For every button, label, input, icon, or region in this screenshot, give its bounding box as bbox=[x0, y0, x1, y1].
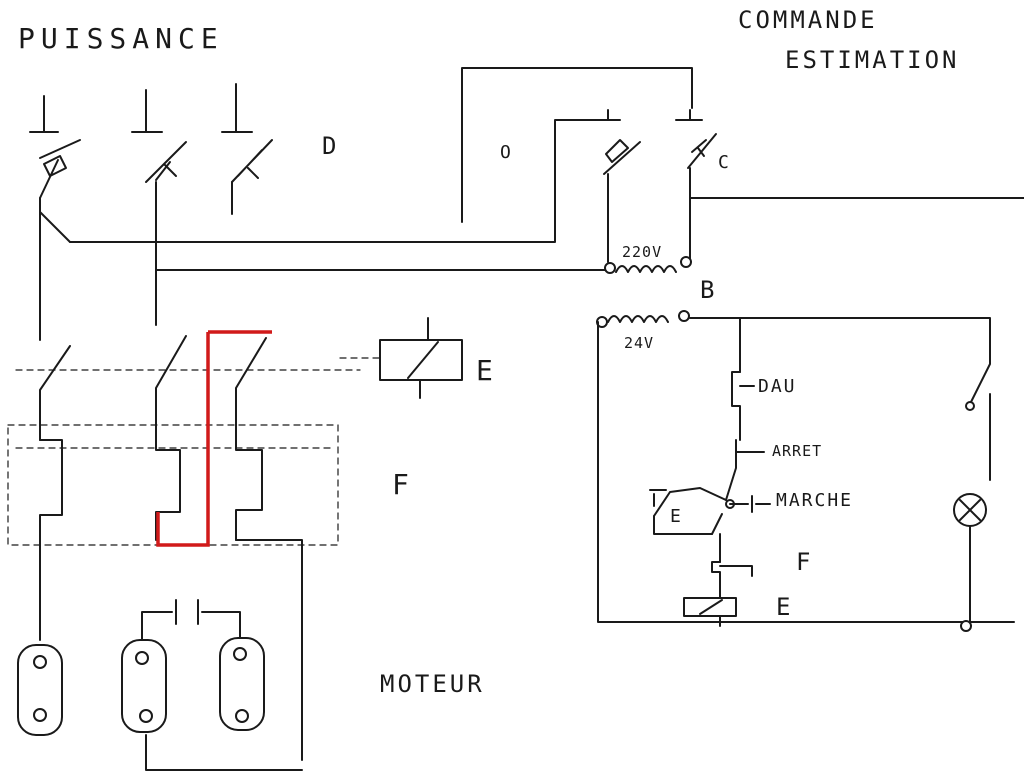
thermal-relay-f bbox=[7, 424, 339, 641]
bus-line-1 bbox=[69, 119, 597, 243]
title-moteur: MOTEUR bbox=[380, 670, 485, 698]
title-estimation: ESTIMATION bbox=[785, 46, 960, 74]
label-holding-e: E bbox=[670, 506, 683, 527]
motor-terminals bbox=[17, 539, 303, 771]
title-puissance: PUISSANCE bbox=[18, 22, 224, 55]
switch-o bbox=[595, 109, 641, 263]
transformer-b bbox=[596, 256, 692, 328]
control-circuit bbox=[597, 317, 1015, 632]
contactor-e-power bbox=[15, 317, 463, 441]
switch-c bbox=[675, 109, 1024, 263]
label-coil-e-control: E bbox=[776, 593, 793, 621]
label-switch-c: C bbox=[718, 152, 731, 173]
bus-top-loop bbox=[461, 67, 693, 223]
label-switch-o: O bbox=[500, 142, 513, 163]
bus-line-2 bbox=[155, 267, 613, 271]
fuse-group-d bbox=[29, 83, 273, 341]
label-220v: 220V bbox=[622, 243, 662, 261]
label-coil-e: E bbox=[476, 354, 499, 387]
label-transformer-b: B bbox=[700, 276, 717, 304]
label-fuses-d: D bbox=[322, 132, 339, 160]
label-marche: MARCHE bbox=[776, 490, 853, 511]
label-contact-f: F bbox=[796, 548, 813, 576]
label-thermal-f: F bbox=[392, 468, 415, 501]
label-24v: 24V bbox=[624, 334, 654, 352]
label-dau: DAU bbox=[758, 376, 797, 397]
title-commande: COMMANDE bbox=[738, 6, 878, 34]
label-arret: ARRET bbox=[772, 442, 822, 460]
highlight-conductor bbox=[156, 330, 272, 547]
